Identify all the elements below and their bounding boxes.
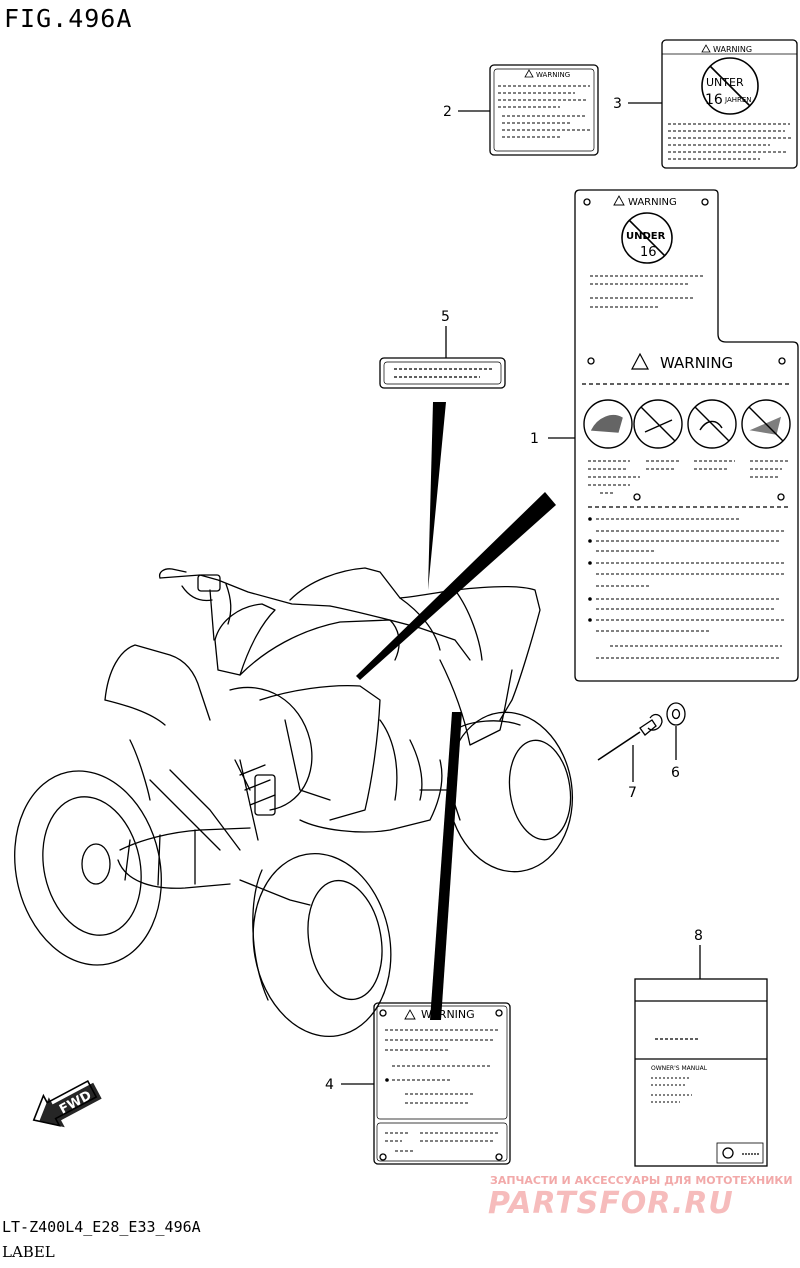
svg-text:OWNER'S MANUAL: OWNER'S MANUAL	[651, 1065, 708, 1072]
svg-text:UNDER: UNDER	[626, 231, 666, 242]
small-label-5[interactable]	[379, 357, 506, 389]
callout-6: 6	[671, 765, 680, 781]
warning-label-4[interactable]: WARNING	[373, 1002, 511, 1165]
callout-5: 5	[441, 309, 450, 325]
callout-8: 8	[694, 928, 703, 944]
svg-text:WARNING: WARNING	[628, 197, 677, 208]
warning-label-2[interactable]: WARNING	[489, 64, 599, 156]
fwd-arrow: FWD	[32, 1080, 102, 1128]
svg-text:WARNING: WARNING	[421, 1008, 475, 1021]
section-label: LABEL	[2, 1243, 55, 1261]
svg-text:WARNING: WARNING	[713, 45, 752, 54]
washer-6[interactable]	[666, 702, 686, 726]
owners-manual-8[interactable]: OWNER'S MANUAL	[634, 978, 768, 1167]
watermark-logo[interactable]: PARTSFOR.RU	[488, 1186, 734, 1221]
svg-text:WARNING: WARNING	[536, 71, 570, 79]
pointer-wedge-label-1	[356, 492, 556, 680]
pointer-wedge-label-5	[428, 402, 446, 590]
svg-text:WARNING: WARNING	[660, 354, 733, 372]
warning-label-1[interactable]: WARNING UNDER 16 WARNING	[574, 189, 799, 682]
watermark-tagline: ЗАПЧАСТИ И АКСЕССУАРЫ ДЛЯ МОТОТЕХНИКИ	[490, 1174, 793, 1187]
figure-code: LT-Z400L4_E28_E33_496A	[2, 1218, 201, 1236]
callout-3: 3	[613, 96, 622, 112]
callout-4: 4	[325, 1077, 334, 1093]
callout-7: 7	[628, 785, 637, 801]
pointer-wedge-label-4	[430, 712, 462, 1020]
callout-2: 2	[443, 104, 452, 120]
svg-text:16: 16	[705, 92, 723, 108]
atv-illustration	[14, 567, 574, 1038]
svg-text:JAHREN: JAHREN	[724, 96, 752, 104]
rivet-7[interactable]	[597, 713, 663, 761]
svg-text:UNTER: UNTER	[706, 76, 744, 89]
warning-label-3[interactable]: WARNING UNTER 16 JAHREN	[661, 39, 798, 169]
svg-text:16: 16	[640, 245, 657, 260]
figure-title: FIG.496A	[4, 4, 133, 33]
callout-1: 1	[530, 431, 539, 447]
